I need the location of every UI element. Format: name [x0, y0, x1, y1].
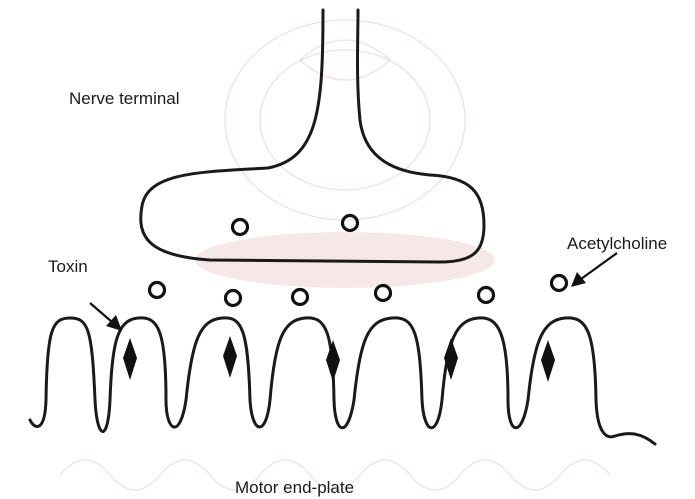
motor-end-plate-label: Motor end-plate — [235, 478, 354, 497]
acetylcholine-molecule — [226, 291, 241, 306]
acetylcholine-arrow — [571, 253, 617, 287]
toxin-marker — [123, 338, 137, 380]
toxin-marker — [223, 336, 237, 378]
toxin-label: Toxin — [48, 257, 88, 276]
toxin-marker — [541, 340, 555, 382]
acetylcholine-molecule — [150, 283, 165, 298]
toxin-arrow — [90, 303, 122, 331]
motor-end-plate-membrane — [30, 318, 655, 444]
toxin-marker — [326, 340, 340, 382]
acetylcholine-molecule — [293, 290, 308, 305]
acetylcholine-molecule — [479, 288, 494, 303]
nerve-terminal-label: Nerve terminal — [69, 89, 180, 108]
watermark-seal — [195, 20, 495, 288]
acetylcholine-vesicle — [233, 220, 248, 235]
acetylcholine-molecule — [552, 276, 567, 291]
acetylcholine-vesicle — [343, 216, 358, 231]
acetylcholine-label: Acetylcholine — [567, 234, 667, 253]
nerve-terminal-outline — [141, 10, 484, 262]
acetylcholine-molecule — [376, 286, 391, 301]
